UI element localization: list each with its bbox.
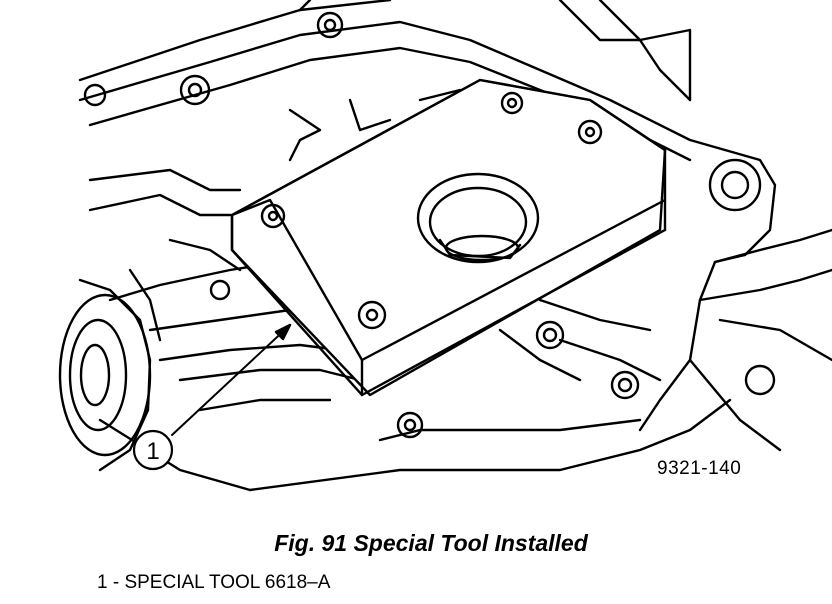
figure-code: 9321-140 <box>657 458 742 479</box>
special-tool-plate <box>230 78 667 397</box>
engine-case-illustration: 1 <box>58 0 832 492</box>
figure-caption: Fig. 91 Special Tool Installed <box>274 530 588 556</box>
callout-leader <box>171 323 292 436</box>
crankshaft-seal <box>58 278 152 472</box>
bolt-holes <box>83 11 776 439</box>
figure-legend: 1 - SPECIAL TOOL 6618–A <box>97 572 331 593</box>
callout-1: 1 <box>132 429 174 471</box>
callout-number: 1 <box>146 438 159 465</box>
